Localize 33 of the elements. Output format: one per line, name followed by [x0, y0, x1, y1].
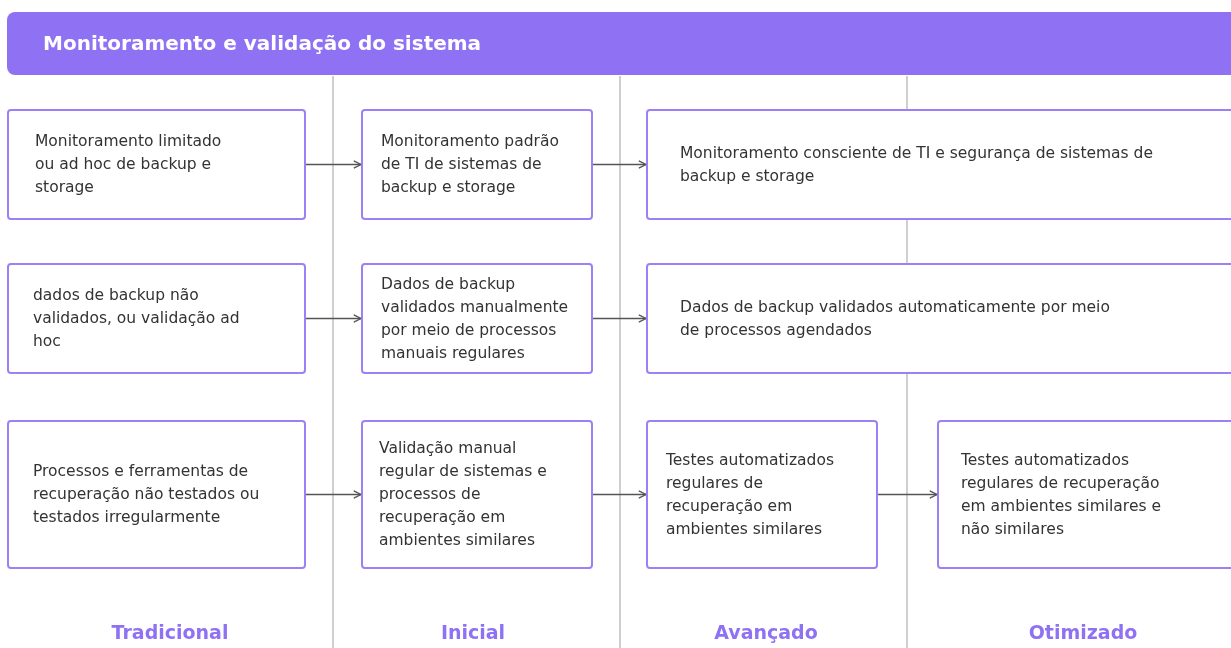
arrow — [592, 160, 647, 169]
arrow — [592, 314, 647, 323]
process-box — [361, 263, 593, 374]
header-band — [7, 12, 1231, 75]
box-text: Monitoramento padrão de TI de sistemas de backup e storage — [381, 131, 560, 198]
box-text: Monitoramento limitado ou ad hoc de backup e storage — [35, 131, 223, 198]
column-label: Avançado — [714, 621, 818, 643]
box-text: Validação manual regular de sistemas e processos de recuperação em ambientes similares — [379, 438, 548, 551]
box-text: Testes automatizados regulares de recuperação em ambientes similares e não similares — [961, 449, 1162, 540]
process-box — [361, 109, 593, 220]
arrow — [877, 490, 938, 499]
header-title: Monitoramento e validação do sistema — [43, 32, 482, 55]
process-box — [646, 420, 878, 569]
process-box — [7, 420, 306, 569]
column-label: Tradicional — [111, 621, 229, 643]
arrow — [305, 160, 362, 169]
process-box — [7, 263, 306, 374]
process-box — [646, 263, 1231, 374]
box-text: Processos e ferramentas de recuperação não testados ou testados irregularmente — [33, 461, 261, 528]
process-box — [361, 420, 593, 569]
box-text: dados de backup não validados, ou validação ad hoc — [33, 285, 241, 352]
box-text: Dados de backup validados automaticamente por meio de processos agendados — [680, 296, 1111, 341]
arrow — [305, 490, 362, 499]
box-text: Monitoramento consciente de TI e segurança de sistemas de backup e storage — [680, 142, 1154, 187]
box-text: Testes automatizados regulares de recuperação em ambientes similares — [666, 449, 835, 540]
column-label: Inicial — [440, 621, 506, 643]
process-box — [646, 109, 1231, 220]
process-box — [7, 109, 306, 220]
arrow — [592, 490, 647, 499]
process-box — [937, 420, 1231, 569]
arrow — [305, 314, 362, 323]
box-text: Dados de backup validados manualmente por meio de processos manuais regulares — [381, 273, 570, 364]
column-label: Otimizado — [1028, 621, 1138, 643]
